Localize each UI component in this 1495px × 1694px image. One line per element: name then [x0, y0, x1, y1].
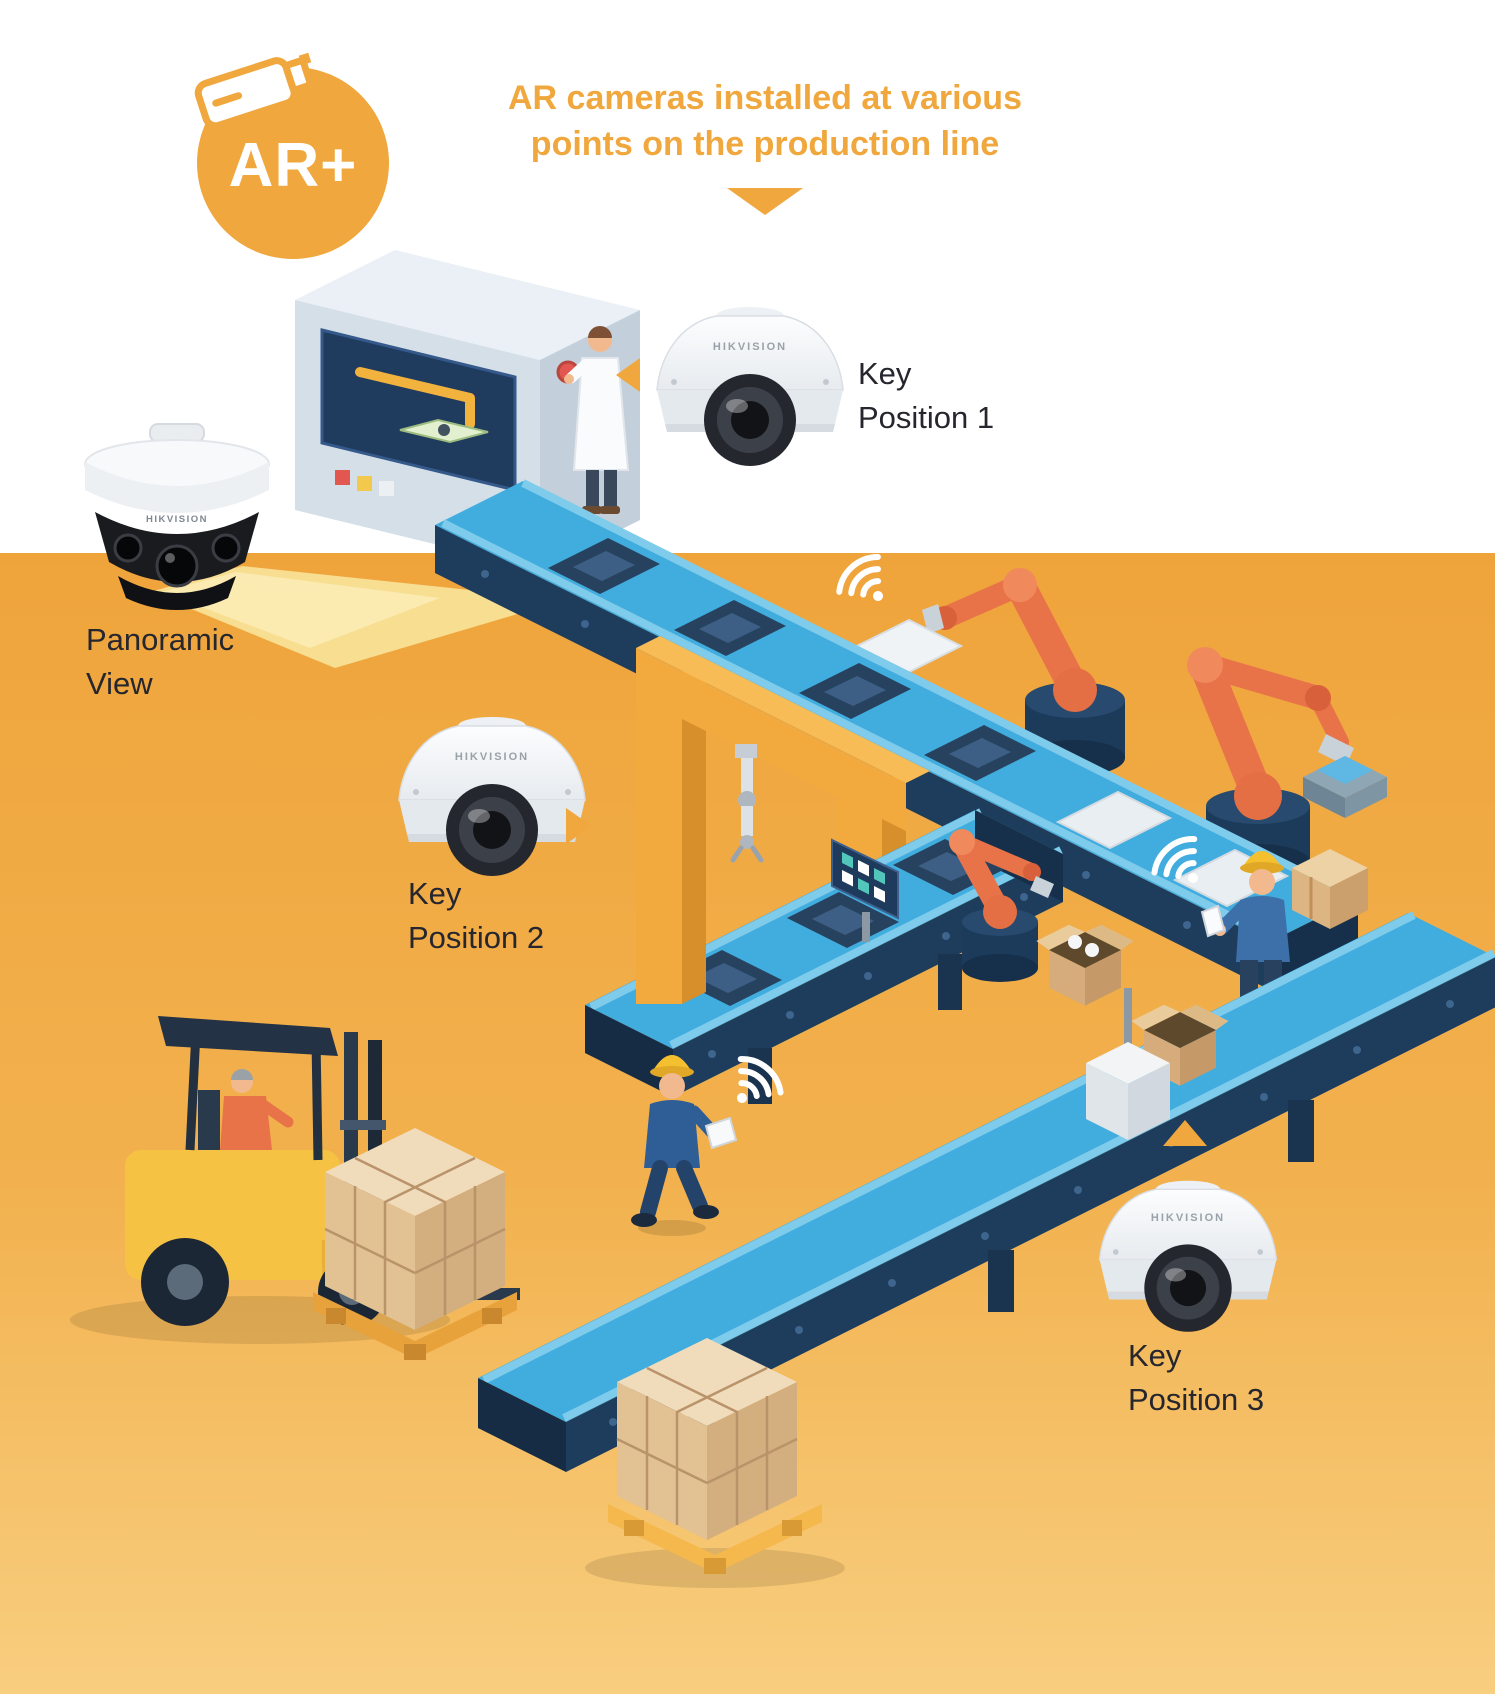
pointer-3-icon [1163, 1120, 1207, 1146]
label-key3-line-2: Position 3 [1128, 1382, 1265, 1418]
label-key1-line-2: Position 1 [858, 400, 995, 436]
label-panoramic-line-2: View [86, 666, 153, 702]
panoramic-light-beam [150, 566, 565, 668]
label-key2-line-2: Position 2 [408, 920, 545, 956]
label-key-position-1: Key Position 1 [858, 352, 994, 440]
headline-line-1: AR cameras installed at various [507, 79, 1022, 117]
robot-arm-3 [949, 829, 1054, 982]
pointer-2-icon [566, 808, 592, 844]
control-machine [295, 250, 640, 570]
label-panoramic-view: Panoramic View [86, 618, 234, 706]
panoramic-camera-brand: HIKVISION [146, 514, 208, 525]
gantry-robot-arm [730, 744, 764, 863]
ar-badge-label: AR+ [229, 131, 358, 200]
label-panoramic-line-1: Panoramic [86, 622, 235, 657]
control-tablet [831, 838, 899, 942]
cctv-camera-icon [194, 52, 314, 156]
dome-camera-3: HIKVISION [1098, 1180, 1278, 1333]
label-key1-line-1: Key [858, 356, 912, 391]
label-key-position-2: Key Position 2 [408, 872, 544, 960]
dome-camera-3-brand: HIKVISION [1151, 1212, 1225, 1224]
label-key2-line-1: Key [408, 876, 462, 911]
parcel-cube [1086, 988, 1170, 1140]
dome-camera-1-brand: HIKVISION [713, 341, 787, 353]
closed-box-on-belt [1292, 849, 1368, 929]
headline: AR cameras installed at various points o… [415, 76, 1115, 168]
pointer-1-icon [616, 358, 640, 392]
headline-arrow-icon [727, 188, 803, 215]
label-key-position-3: Key Position 3 [1128, 1334, 1264, 1422]
dome-camera-1: HIKVISION [656, 306, 844, 467]
forklift-driver [220, 1069, 294, 1150]
panoramic-camera: HIKVISION [84, 423, 270, 610]
dome-camera-2-brand: HIKVISION [455, 751, 529, 763]
worker-walking [631, 1055, 738, 1236]
pallet-boxes-1 [313, 1126, 517, 1360]
headline-line-2: points on the production line [530, 124, 1000, 163]
pallet-boxes-2 [585, 1336, 845, 1588]
belt-trays [548, 538, 1290, 908]
gantry-frame [636, 636, 930, 1004]
dome-camera-2: HIKVISION [398, 716, 586, 877]
label-key3-line-1: Key [1128, 1338, 1182, 1373]
